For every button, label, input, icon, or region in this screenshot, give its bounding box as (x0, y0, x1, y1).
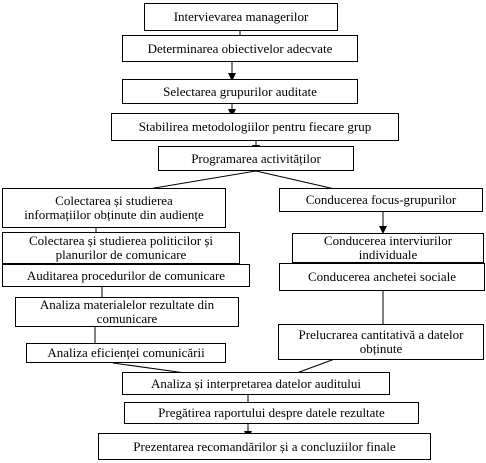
step-individual-interviews: Conducerea interviurilor individuale (292, 233, 484, 263)
step-recommendations: Prezentarea recomandărilor și a concluzi… (98, 433, 431, 460)
step-procedures: Auditarea procedurilor de comunicare (2, 264, 250, 287)
step-policies: Colectarea și studierea politicilor și p… (2, 232, 240, 264)
step-analysis: Analiza și interpretarea datelor auditul… (122, 372, 390, 395)
step-audience-info: Colectarea și studierea informațiilor ob… (2, 188, 226, 228)
step-materials: Analiza materialelor rezultate din comun… (15, 297, 239, 327)
step-methodology: Stabilirea metodologiilor pentru fiecare… (111, 113, 399, 141)
step-social-surveys: Conducerea anchetei sociale (279, 263, 485, 291)
step-objectives: Determinarea obiectivelor adecvate (122, 35, 358, 62)
step-quant-processing: Prelucrarea cantitativă a datelor obținu… (278, 324, 484, 360)
step-report: Pregătirea raportului despre datele rezu… (124, 402, 419, 424)
step-groups: Selectarea grupurilor auditate (122, 79, 358, 104)
step-efficiency: Analiza eficienței comunicării (26, 343, 226, 363)
step-scheduling: Programarea activităților (158, 146, 354, 171)
step-interviews: Intervievarea managerilor (144, 3, 338, 31)
step-focus-groups: Conducerea focus-grupurilor (279, 188, 483, 212)
